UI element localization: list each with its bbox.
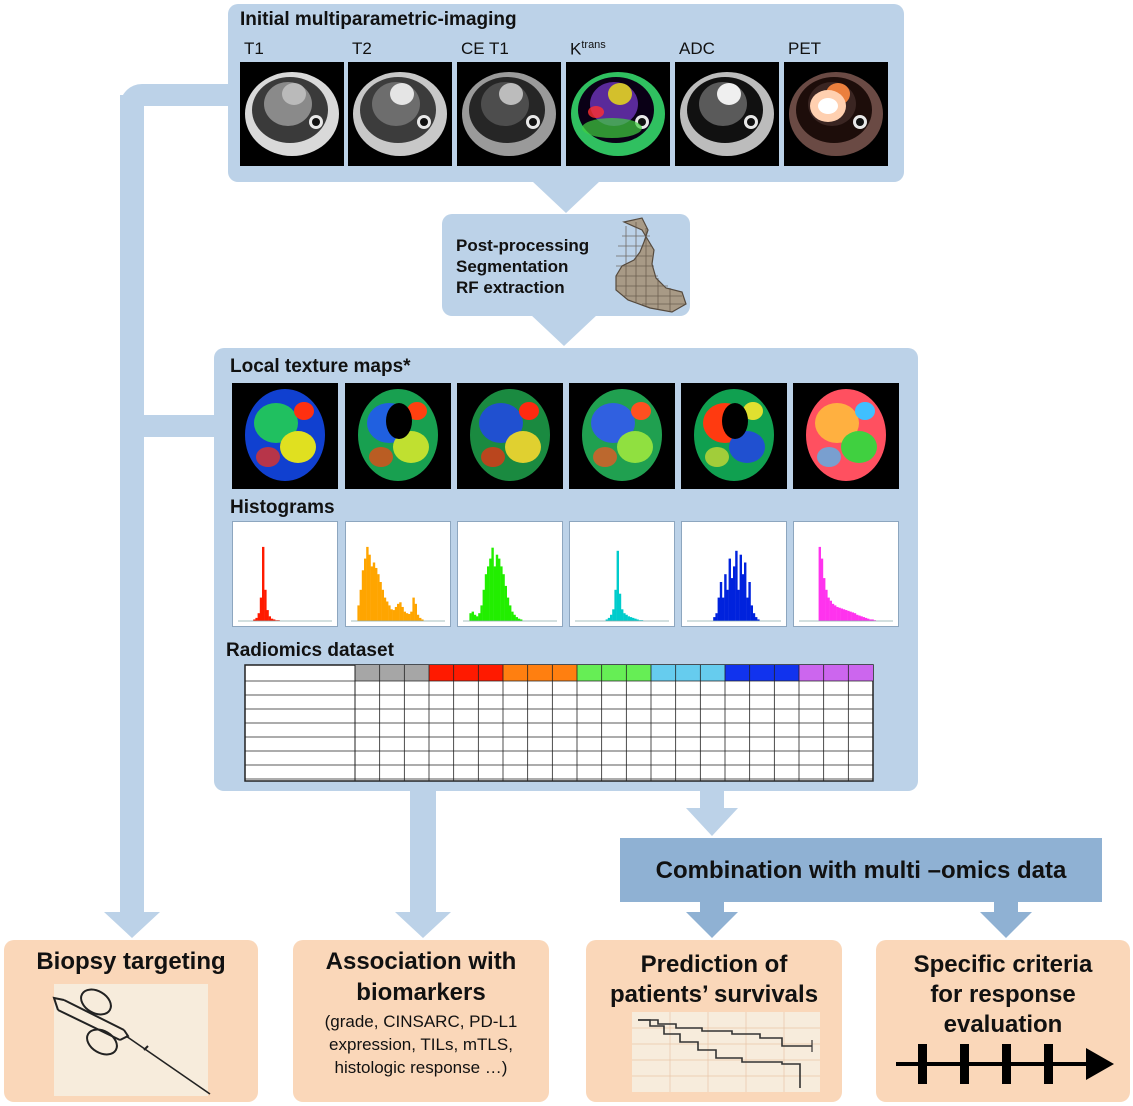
biomarkers-detail-line-3: histologic response …) <box>334 1058 508 1077</box>
mri-thumbnail <box>566 62 670 166</box>
mri-thumbnail <box>675 62 779 166</box>
modality-label: ADC <box>679 39 715 59</box>
survival-curve-icon <box>632 1012 820 1092</box>
histograms-title: Histograms <box>230 497 335 518</box>
histogram-plot <box>345 521 451 627</box>
mri-thumbnail <box>784 62 888 166</box>
modality-label-text: CE T1 <box>461 39 509 58</box>
radiomics-dataset-table <box>244 664 874 782</box>
modality-label-text: ADC <box>679 39 715 58</box>
biomarkers-connector <box>410 785 436 915</box>
mri-thumbnail <box>240 62 344 166</box>
left-connector-top-horizontal <box>120 84 232 106</box>
imaging-title: Initial multiparametric-imaging <box>240 9 517 30</box>
response-connector <box>994 900 1018 914</box>
survival-connector <box>700 900 724 914</box>
biopsy-needle-icon <box>52 988 211 1095</box>
texture-map-thumbnail <box>457 383 563 489</box>
histogram-plot <box>793 521 899 627</box>
timeline-arrow-icon <box>896 1044 1114 1084</box>
modality-label-superscript: trans <box>581 39 606 51</box>
response-title-line-2: for response <box>930 981 1076 1008</box>
texture-map-thumbnail <box>569 383 675 489</box>
imaging-arrow-head <box>532 181 600 213</box>
histogram-plot <box>569 521 675 627</box>
survival-arrow-head <box>686 912 738 938</box>
response-title-line-3: evaluation <box>943 1011 1063 1038</box>
postprocessing-line-2: Segmentation <box>456 257 569 276</box>
postprocessing-panel: Post-processing Segmentation RF extracti… <box>442 214 690 316</box>
biomarkers-title-line-1: Association with <box>325 948 517 975</box>
left-connector-vertical <box>120 95 144 915</box>
survival-title-line-2: patients’ survivals <box>609 981 819 1008</box>
mri-thumbnail <box>457 62 561 166</box>
modality-label: T1 <box>244 39 264 59</box>
modality-label: Ktrans <box>570 39 606 60</box>
combination-label: Combination with multi –omics data <box>655 857 1067 884</box>
modality-label-text: T1 <box>244 39 264 58</box>
radiomics-dataset-title: Radiomics dataset <box>226 640 394 661</box>
biomarkers-detail-line-2: expression, TILs, mTLS, <box>329 1035 513 1054</box>
modality-label-text: K <box>570 39 582 59</box>
survival-title-line-1: Prediction of <box>640 951 788 978</box>
left-connector-mid-horizontal <box>120 415 220 437</box>
response-arrow-head <box>980 912 1032 938</box>
texture-maps-title: Local texture maps* <box>230 356 411 377</box>
postprocessing-arrow-head <box>530 314 598 346</box>
biopsy-box: Biopsy targeting <box>4 940 258 1102</box>
combination-arrow-head <box>686 808 738 836</box>
combination-box: Combination with multi –omics data <box>620 838 1102 902</box>
biopsy-arrow-head <box>104 912 160 938</box>
tumor-3d-render-icon <box>615 217 687 313</box>
biomarkers-title-line-2: biomarkers <box>356 979 486 1006</box>
response-title-line-1: Specific criteria <box>913 951 1093 978</box>
survival-box: Prediction of patients’ survivals <box>586 940 842 1102</box>
biopsy-title: Biopsy targeting <box>36 948 226 975</box>
postprocessing-line-3: RF extraction <box>456 278 565 297</box>
biomarkers-box: Association with biomarkers (grade, CINS… <box>293 940 549 1102</box>
modality-label: T2 <box>352 39 372 59</box>
texture-map-thumbnail <box>681 383 787 489</box>
modality-label-text: PET <box>788 39 822 58</box>
texture-map-thumbnail <box>793 383 899 489</box>
modality-label: PET <box>788 39 821 59</box>
histogram-plot <box>457 521 563 627</box>
modality-label-text: T2 <box>352 39 372 58</box>
histogram-plot <box>232 521 338 627</box>
biomarkers-detail-line-1: (grade, CINSARC, PD-L1 <box>324 1012 518 1031</box>
texture-map-thumbnail <box>345 383 451 489</box>
response-box: Specific criteria for response evaluatio… <box>876 940 1130 1102</box>
histogram-plot <box>681 521 787 627</box>
mri-thumbnail <box>348 62 452 166</box>
postprocessing-line-1: Post-processing <box>456 236 590 255</box>
biomarkers-arrow-head <box>395 912 451 938</box>
modality-label: CE T1 <box>461 39 509 59</box>
texture-map-thumbnail <box>232 383 338 489</box>
